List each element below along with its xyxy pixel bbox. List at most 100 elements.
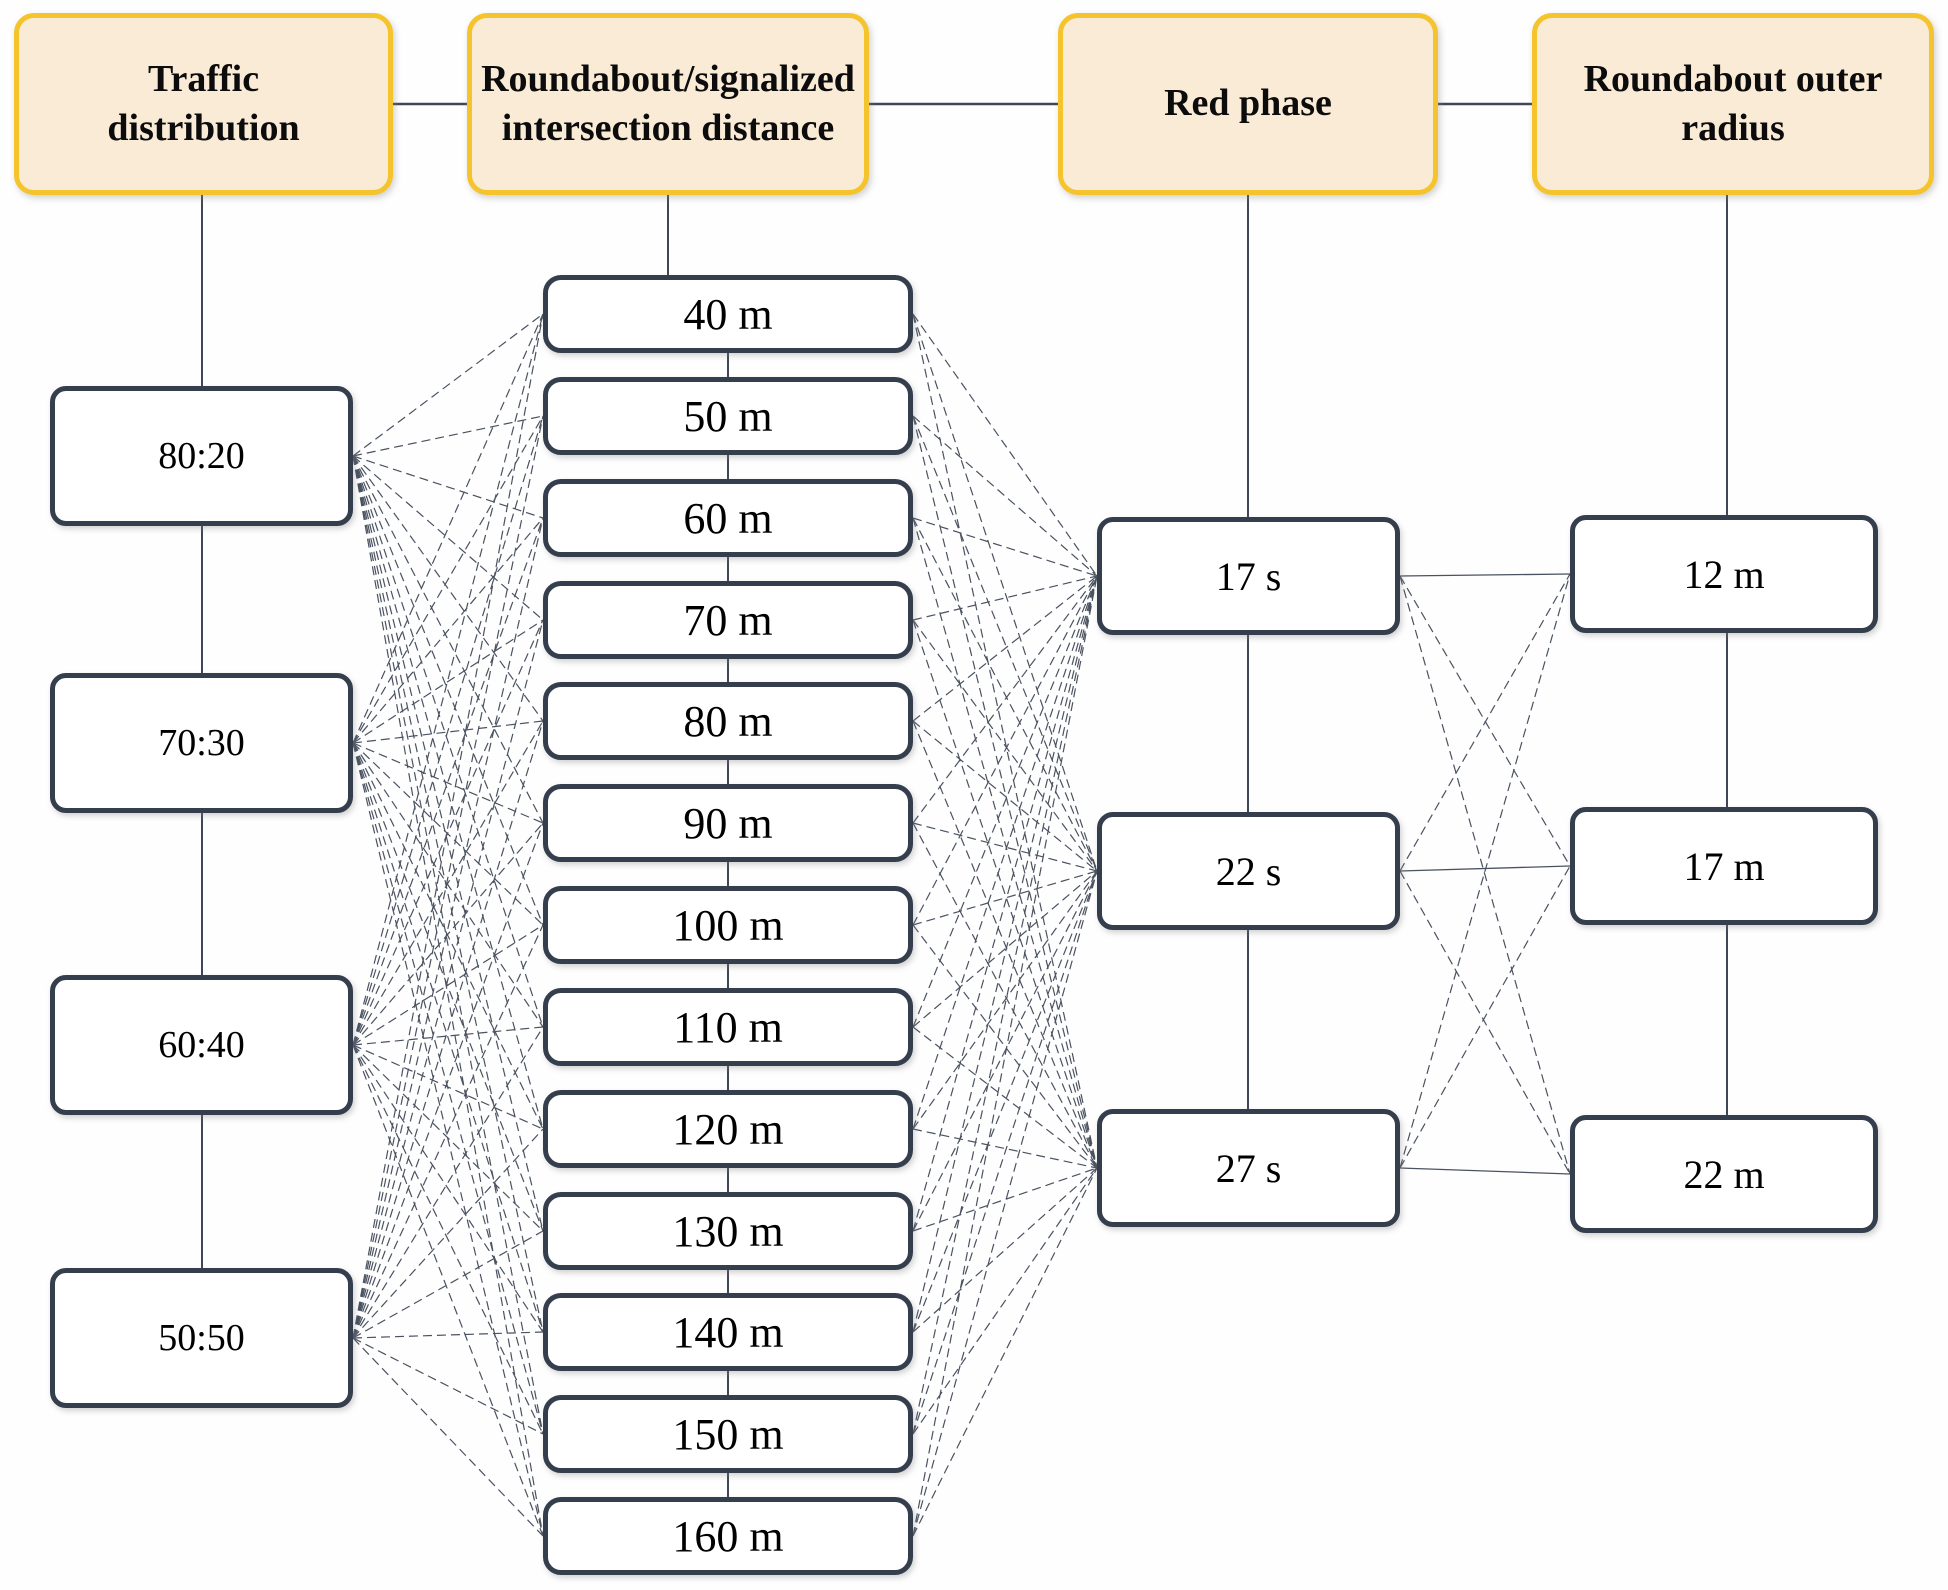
edge bbox=[352, 1337, 544, 1537]
edge bbox=[352, 619, 544, 1339]
edge bbox=[352, 455, 544, 1435]
edge bbox=[912, 517, 1098, 872]
node-40-m: 40 m bbox=[543, 275, 913, 353]
edge bbox=[352, 1128, 544, 1339]
edge bbox=[352, 742, 544, 824]
node-27-s: 27 s bbox=[1097, 1109, 1400, 1227]
edge bbox=[912, 575, 1098, 1537]
edge bbox=[912, 313, 1098, 577]
edge bbox=[1399, 870, 1571, 1175]
edge bbox=[352, 742, 544, 1333]
edge bbox=[912, 1128, 1098, 1169]
edge bbox=[352, 455, 544, 824]
edge bbox=[1399, 575, 1571, 867]
edge bbox=[352, 1337, 544, 1435]
edge bbox=[352, 742, 544, 1537]
edge bbox=[1399, 1167, 1571, 1175]
edge bbox=[912, 870, 1098, 1232]
node-80-m: 80 m bbox=[543, 682, 913, 760]
edge bbox=[352, 455, 544, 1232]
edge bbox=[912, 1167, 1098, 1232]
edge bbox=[912, 870, 1098, 926]
edge bbox=[912, 313, 1098, 1169]
edge bbox=[352, 742, 544, 1130]
edge bbox=[352, 455, 544, 1333]
edge bbox=[352, 822, 544, 1046]
node-140-m: 140 m bbox=[543, 1293, 913, 1371]
edge bbox=[352, 619, 544, 1046]
edge bbox=[912, 575, 1098, 1333]
edge bbox=[352, 720, 544, 1046]
edge bbox=[352, 313, 544, 457]
node-120-m: 120 m bbox=[543, 1090, 913, 1168]
edge bbox=[912, 720, 1098, 872]
edge bbox=[352, 742, 544, 1232]
edge bbox=[912, 822, 1098, 1169]
edge bbox=[352, 924, 544, 1339]
column-header-intersection-distance: Roundabout/signalized intersection dista… bbox=[467, 13, 869, 195]
header-title-line: distribution bbox=[107, 107, 300, 149]
node-70-30: 70:30 bbox=[50, 673, 353, 813]
edge bbox=[912, 575, 1098, 621]
edge bbox=[352, 455, 544, 1028]
node-60-m: 60 m bbox=[543, 479, 913, 557]
edge bbox=[912, 575, 1098, 722]
node-160-m: 160 m bbox=[543, 1497, 913, 1575]
edge bbox=[912, 415, 1098, 1169]
edge bbox=[912, 575, 1098, 1232]
node-50-m: 50 m bbox=[543, 377, 913, 455]
edge bbox=[912, 720, 1098, 1169]
column-header-red-phase: Red phase bbox=[1058, 13, 1438, 195]
edge bbox=[352, 720, 544, 744]
edge bbox=[352, 742, 544, 1435]
edge bbox=[912, 575, 1098, 1028]
edge bbox=[912, 870, 1098, 1537]
edge bbox=[352, 455, 544, 926]
edge bbox=[352, 1026, 544, 1339]
column-header-roundabout-outer-radius: Roundabout outer radius bbox=[1532, 13, 1934, 195]
edge bbox=[352, 415, 544, 1339]
edge bbox=[912, 870, 1098, 1435]
node-150-m: 150 m bbox=[543, 1395, 913, 1473]
edge bbox=[352, 313, 544, 1339]
edge bbox=[352, 1044, 544, 1333]
edge bbox=[352, 1044, 544, 1435]
edge bbox=[912, 1026, 1098, 1169]
edge bbox=[912, 870, 1098, 1130]
header-title-line: Red phase bbox=[1164, 82, 1332, 125]
edge bbox=[352, 1044, 544, 1130]
edge bbox=[1399, 573, 1571, 872]
node-90-m: 90 m bbox=[543, 784, 913, 862]
edge bbox=[912, 415, 1098, 577]
edge bbox=[352, 415, 544, 744]
node-60-40: 60:40 bbox=[50, 975, 353, 1115]
edge bbox=[352, 619, 544, 744]
edge bbox=[352, 517, 544, 1046]
edge bbox=[352, 1230, 544, 1339]
edge bbox=[352, 455, 544, 519]
edge bbox=[352, 455, 544, 722]
edge bbox=[912, 517, 1098, 1169]
edge bbox=[912, 619, 1098, 872]
node-100-m: 100 m bbox=[543, 886, 913, 964]
edge bbox=[1399, 573, 1571, 1169]
edge bbox=[1399, 573, 1571, 577]
node-17-m: 17 m bbox=[1570, 807, 1878, 925]
edge bbox=[352, 313, 544, 744]
edge bbox=[912, 870, 1098, 1333]
node-22-s: 22 s bbox=[1097, 812, 1400, 930]
node-110-m: 110 m bbox=[543, 988, 913, 1066]
edge bbox=[352, 415, 544, 1046]
node-17-s: 17 s bbox=[1097, 517, 1400, 635]
edge bbox=[352, 455, 544, 1537]
edge bbox=[912, 415, 1098, 872]
edge bbox=[352, 822, 544, 1339]
edge bbox=[912, 1167, 1098, 1537]
edge bbox=[912, 924, 1098, 1169]
edge bbox=[912, 619, 1098, 1169]
column-header-traffic-distribution: Traffic distribution bbox=[14, 13, 393, 195]
node-130-m: 130 m bbox=[543, 1192, 913, 1270]
header-title-line: Traffic bbox=[147, 57, 260, 100]
edge bbox=[352, 415, 544, 457]
